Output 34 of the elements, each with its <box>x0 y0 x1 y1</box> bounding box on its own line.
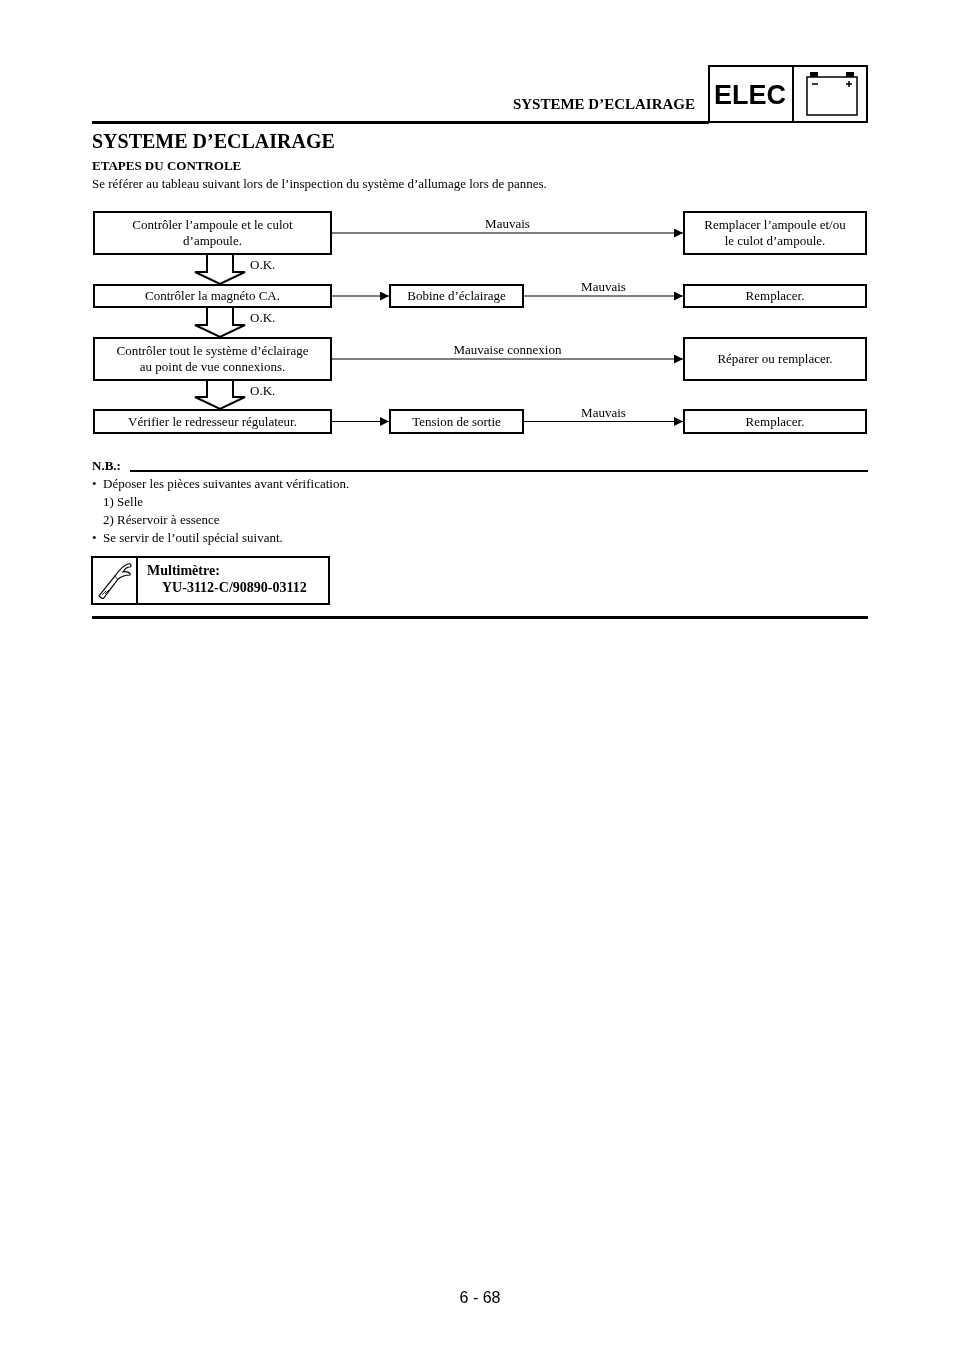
process-box: Contrôler tout le système d’éclairage au point de vue connexions. <box>93 337 332 381</box>
page-title: SYSTEME D’ECLAIRAGE <box>92 130 335 153</box>
arrow <box>523 291 684 301</box>
process-box: Tension de sortie <box>389 409 524 434</box>
bullet-mark: • <box>92 530 97 546</box>
process-box: Remplacer l’ampoule et/ou le culot d’ampoule. <box>683 211 867 255</box>
bullet-mark: • <box>92 476 97 492</box>
section-badge-text: ELEC <box>714 79 786 111</box>
process-box: Vérifier le redresseur régulateur. <box>93 409 332 434</box>
note-item: Déposer les pièces suivantes avant vérification. <box>103 476 350 492</box>
block-arrow <box>194 380 246 411</box>
note-heading: N.B.: <box>92 458 121 474</box>
process-box: Bobine d’éclairage <box>389 284 524 308</box>
note-item: Se servir de l’outil spécial suivant. <box>103 530 283 546</box>
process-box: Contrôler l’ampoule et le culot d’ampoule. <box>93 211 332 255</box>
arrow <box>331 354 684 364</box>
process-box: Contrôler la magnéto CA. <box>93 284 332 308</box>
process-box: Réparer ou remplacer. <box>683 337 867 381</box>
arrow <box>331 228 684 238</box>
arrow <box>331 417 390 426</box>
process-box: Remplacer. <box>683 284 867 308</box>
subheading: ETAPES DU CONTROLE <box>92 158 242 174</box>
process-box: Remplacer. <box>683 409 867 434</box>
note-item: 1) Selle <box>103 494 144 510</box>
arrow <box>331 291 390 301</box>
note-item: 2) Réservoir à essence <box>103 512 220 528</box>
block-arrow <box>194 307 246 339</box>
block-arrow <box>194 254 246 286</box>
intro-text: Se référer au tableau suivant lors de l’inspection du système d’allumage lors de pannes. <box>92 176 547 192</box>
arrow <box>523 417 684 426</box>
tool-number: YU-3112-C/90890-03112 <box>162 580 307 596</box>
header-title: SYSTEME D’ECLAIRAGE <box>512 96 695 112</box>
page-number: 6 - 68 <box>459 1290 501 1306</box>
tool-name: Multimètre: <box>147 563 220 579</box>
